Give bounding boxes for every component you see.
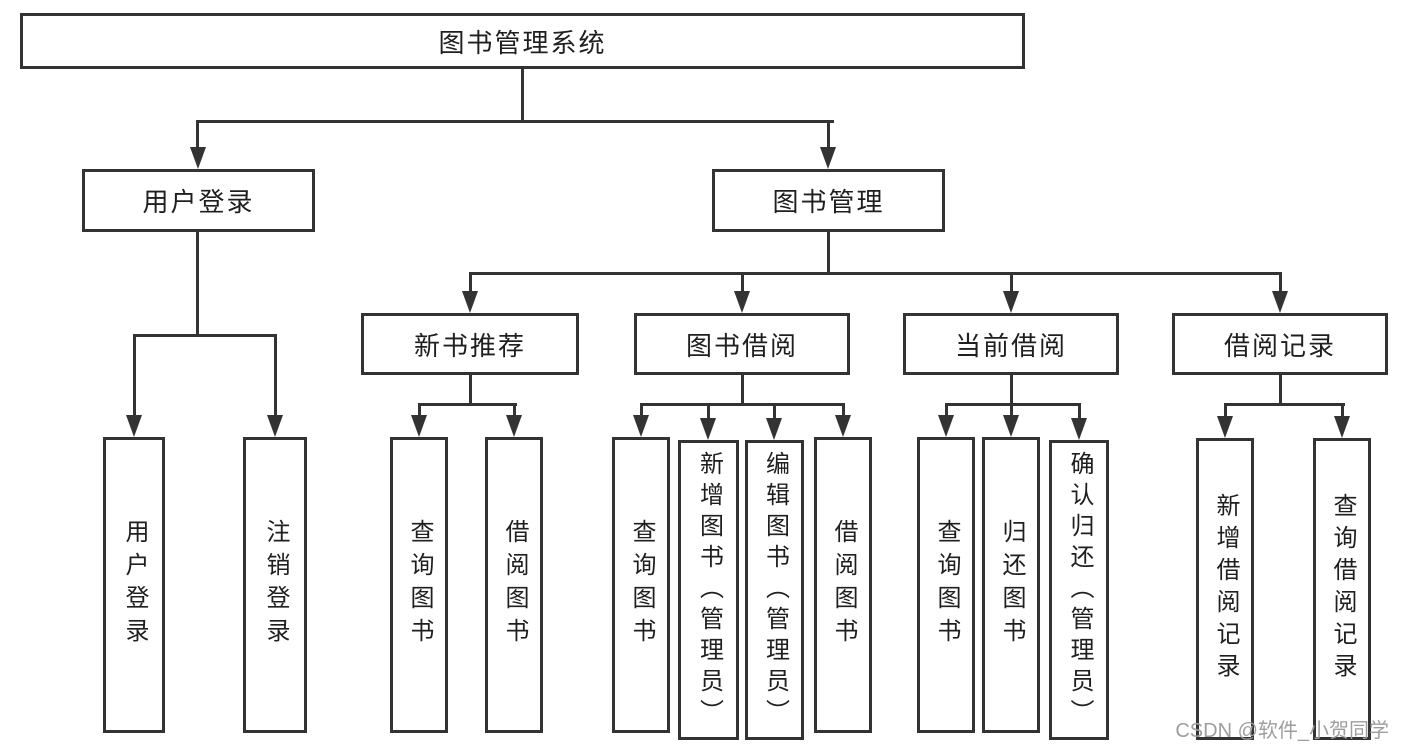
- connector-line: [842, 403, 845, 417]
- connector-line: [1010, 403, 1013, 417]
- leaf-add-borrow-record: 新增借阅记录: [1196, 438, 1254, 740]
- leaf-label: 新增借阅记录: [1212, 493, 1239, 685]
- leaf-label: 新增图书（管理员）: [695, 450, 723, 730]
- arrow-down-icon: [734, 291, 750, 313]
- connector-line: [827, 232, 830, 274]
- arrow-down-icon: [1071, 418, 1087, 440]
- leaf-label: 查询图书: [628, 519, 655, 651]
- leaf-user-login: 用户登录: [103, 437, 165, 733]
- arrow-down-icon: [1003, 291, 1019, 313]
- leaf-label: 查询借阅记录: [1329, 493, 1356, 685]
- arrow-down-icon: [506, 415, 522, 437]
- connector-line: [1341, 403, 1344, 418]
- connector-line: [1279, 272, 1282, 293]
- connector-line: [196, 120, 199, 149]
- connector-line: [945, 403, 948, 417]
- connector-line: [707, 403, 710, 420]
- node-library-system: 图书管理系统: [20, 13, 1025, 69]
- leaf-label: 归还图书: [998, 519, 1025, 651]
- connector-line: [469, 272, 1282, 275]
- leaf-label: 注销登录: [262, 519, 289, 651]
- connector-line: [773, 403, 776, 420]
- arrow-down-icon: [1272, 291, 1288, 313]
- csdn-watermark: CSDN @软件_小贺同学: [1175, 720, 1389, 742]
- arrow-down-icon: [462, 291, 478, 313]
- leaf-return-books: 归还图书: [982, 437, 1040, 733]
- arrow-down-icon: [820, 147, 836, 169]
- connector-line: [1224, 403, 1227, 418]
- connector-line: [133, 334, 277, 337]
- leaf-confirm-return-admin: 确认归还（管理员）: [1049, 440, 1109, 740]
- connector-line: [418, 403, 517, 406]
- leaf-logout: 注销登录: [243, 437, 307, 733]
- arrow-down-icon: [411, 415, 427, 437]
- leaf-label: 查询图书: [406, 519, 433, 651]
- connector-line: [1010, 272, 1013, 293]
- arrow-down-icon: [938, 415, 954, 437]
- arrow-down-icon: [633, 415, 649, 437]
- connector-line: [469, 375, 472, 405]
- leaf-label: 编辑图书（管理员）: [761, 450, 789, 730]
- leaf-query-books: 查询图书: [917, 437, 975, 733]
- arrow-down-icon: [1217, 416, 1233, 438]
- connector-line: [274, 334, 277, 417]
- connector-line: [640, 403, 845, 406]
- arrow-down-icon: [1334, 416, 1350, 438]
- leaf-label: 用户登录: [121, 519, 148, 651]
- node-new-book-recommend: 新书推荐: [361, 313, 579, 375]
- node-current-borrow: 当前借阅: [903, 313, 1119, 375]
- connector-line: [1078, 403, 1081, 420]
- node-user-login: 用户登录: [82, 169, 315, 232]
- connector-line: [640, 403, 643, 417]
- connector-line: [133, 334, 136, 417]
- arrow-down-icon: [700, 418, 716, 440]
- connector-line: [1279, 375, 1282, 405]
- arrow-down-icon: [1003, 415, 1019, 437]
- arrow-down-icon: [267, 415, 283, 437]
- arrow-down-icon: [835, 415, 851, 437]
- leaf-label: 确认归还（管理员）: [1066, 450, 1093, 730]
- arrow-down-icon: [126, 415, 142, 437]
- node-book-management: 图书管理: [712, 169, 945, 232]
- node-borrow-records: 借阅记录: [1172, 313, 1388, 375]
- connector-line: [196, 120, 834, 123]
- connector-line: [741, 272, 744, 293]
- connector-line: [1010, 375, 1013, 405]
- connector-line: [1224, 403, 1345, 406]
- connector-line: [513, 403, 516, 417]
- node-book-borrow: 图书借阅: [634, 313, 850, 375]
- connector-line: [521, 69, 524, 122]
- leaf-label: 借阅图书: [830, 519, 857, 651]
- leaf-borrow-books: 借阅图书: [485, 437, 543, 733]
- connector-line: [741, 375, 744, 405]
- leaf-label: 查询图书: [933, 519, 960, 651]
- arrow-down-icon: [190, 147, 206, 169]
- connector-line: [827, 120, 830, 149]
- leaf-query-books: 查询图书: [612, 437, 670, 733]
- connector-line: [945, 403, 1081, 406]
- leaf-query-borrow-record: 查询借阅记录: [1313, 438, 1371, 740]
- connector-line: [418, 403, 421, 417]
- connector-line: [469, 272, 472, 293]
- leaf-borrow-books: 借阅图书: [814, 437, 872, 733]
- connector-line: [196, 232, 199, 336]
- leaf-label: 借阅图书: [501, 519, 528, 651]
- arrow-down-icon: [766, 418, 782, 440]
- leaf-query-books: 查询图书: [390, 437, 448, 733]
- leaf-add-books-admin: 新增图书（管理员）: [678, 440, 739, 740]
- leaf-edit-books-admin: 编辑图书（管理员）: [745, 440, 804, 740]
